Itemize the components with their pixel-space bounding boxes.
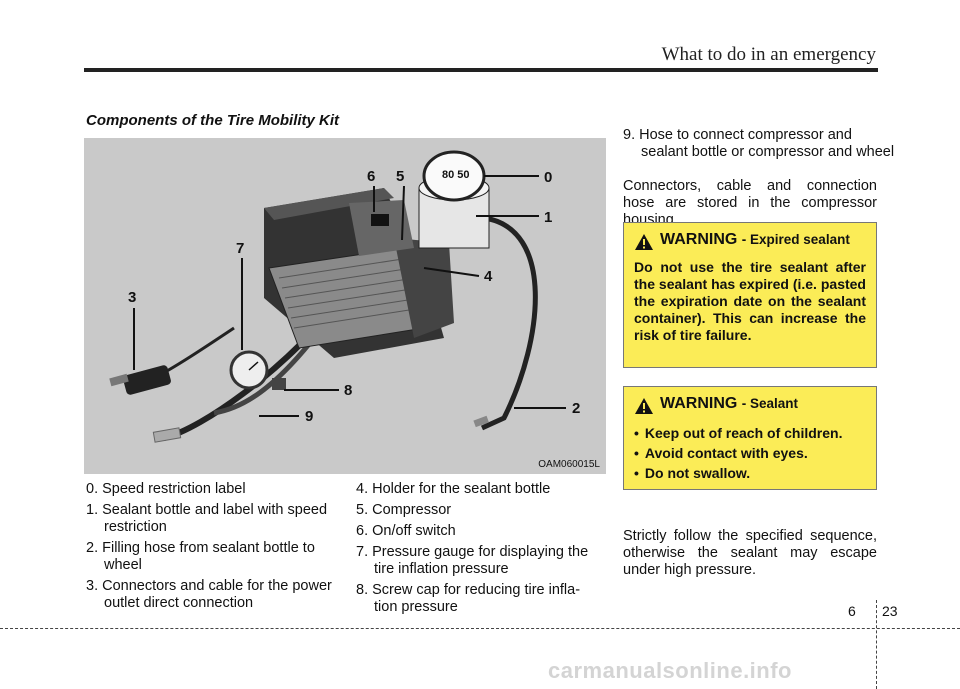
callout-9: 9 — [305, 408, 313, 425]
page-number: 23 — [882, 603, 898, 619]
list-item: Do not swallow. — [634, 463, 866, 483]
header-rule — [84, 68, 878, 72]
list-item: 6. On/off switch — [356, 523, 456, 539]
list-item: 4. Holder for the sealant bottle — [356, 481, 551, 497]
list-item: 0. Speed restriction label — [86, 481, 246, 497]
list-item: Avoid contact with eyes. — [634, 443, 866, 463]
watermark: carmanualsonline.info — [548, 658, 792, 683]
warning-subtitle: - Sealant — [741, 396, 799, 411]
section-title: Components of the Tire Mobility Kit — [86, 112, 340, 129]
warning-label: WARNING — [660, 395, 738, 412]
warning-icon — [635, 234, 653, 250]
components-list-1: 0. Speed restriction label 1. Sealant bo… — [86, 481, 336, 616]
list-item: 2. Filling hose from sealant bottle to w… — [86, 540, 315, 573]
page-divider — [876, 600, 877, 689]
list-item: 5. Compressor — [356, 502, 452, 518]
warning-subtitle: - Expired sealant — [741, 232, 850, 247]
header-title: What to do in an emergency — [661, 44, 876, 65]
callout-2: 2 — [572, 400, 580, 417]
tire-kit-figure: 80 50 0 1 2 3 4 5 6 7 8 9 — [84, 138, 606, 474]
warning-bullets: Keep out of reach of children. Avoid con… — [634, 423, 866, 483]
chapter-number: 6 — [848, 603, 856, 619]
warning-icon — [635, 398, 653, 414]
callout-7: 7 — [236, 240, 244, 257]
list-item: 3. Connectors and cable for the power ou… — [86, 578, 332, 611]
warning-expired-sealant: WARNING - Expired sealant Do not use the… — [623, 222, 877, 368]
bottle-speed-label: 80 50 — [442, 169, 470, 181]
callout-1: 1 — [544, 209, 552, 226]
list-item: 8. Screw cap for reducing tire infla- ti… — [356, 582, 581, 615]
list-item: Keep out of reach of children. — [634, 423, 866, 443]
figure-code: OAM060015L — [538, 459, 600, 470]
component-item-9: 9. Hose to connect compressor and sealan… — [623, 126, 895, 160]
warning-label: WARNING — [660, 231, 738, 248]
callout-5: 5 — [396, 168, 404, 185]
callout-6: 6 — [367, 168, 375, 185]
list-item: 7. Pressure gauge for displaying the tir… — [356, 544, 589, 577]
components-list-2: 4. Holder for the sealant bottle 5. Comp… — [356, 481, 606, 620]
callout-3: 3 — [128, 289, 136, 306]
sequence-paragraph: Strictly follow the specified sequence, … — [623, 527, 877, 578]
list-item: 1. Sealant bottle and label with speed r… — [86, 502, 328, 535]
warning-sealant: WARNING - Sealant Keep out of reach of c… — [623, 386, 877, 490]
callout-0: 0 — [544, 169, 552, 186]
callout-4: 4 — [484, 268, 493, 285]
storage-paragraph: Connectors, cable and connection hose ar… — [623, 177, 877, 228]
footer-rule — [0, 628, 960, 629]
warning-body: Do not use the tire sealant after the se… — [634, 259, 866, 343]
callout-8: 8 — [344, 382, 352, 399]
tire-kit-illustration: 80 50 0 1 2 3 4 5 6 7 8 9 — [109, 150, 580, 443]
